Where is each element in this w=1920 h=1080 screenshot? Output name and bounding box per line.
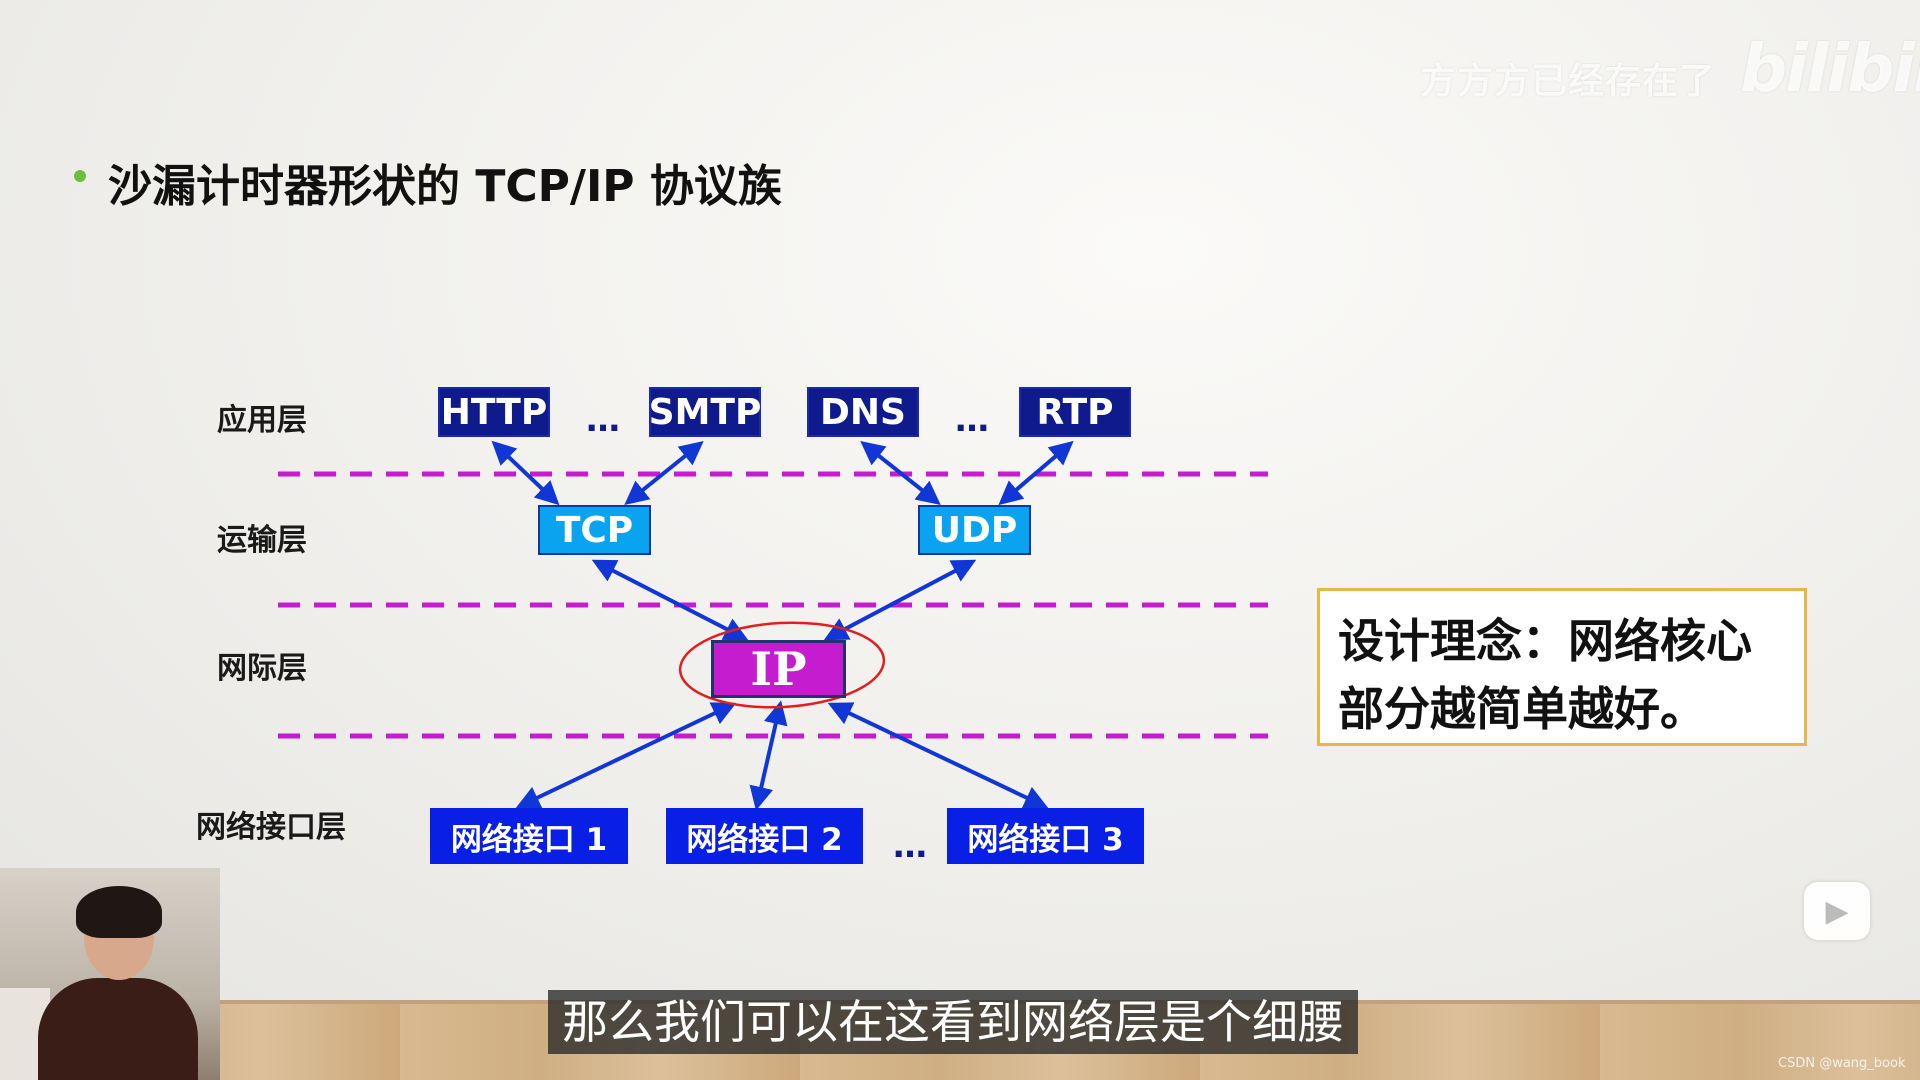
play-icon[interactable]: ▶: [1804, 882, 1870, 940]
app-ellipsis-2: …: [955, 400, 989, 440]
layer-label-network-interface: 网络接口层: [196, 810, 346, 845]
note-line-2: 部分越简单越好。: [1338, 682, 1706, 736]
protocol-udp: UDP: [918, 505, 1031, 555]
network-interface-1: 网络接口 1: [430, 808, 628, 864]
arrow-rtp-udp: [998, 440, 1074, 506]
arrow-http-tcp: [491, 440, 560, 506]
protocol-dns: DNS: [807, 387, 919, 437]
layer-label-internet: 网际层: [217, 651, 307, 686]
arrow-smtp-tcp: [624, 440, 704, 506]
design-principle-note: 设计理念：网络核心 部分越简单越好。: [1317, 588, 1807, 746]
bilibili-logo: bilibili: [1740, 30, 1920, 107]
presenter-webcam: [0, 868, 220, 1080]
arrow-ip-if1: [515, 702, 737, 809]
app-ellipsis-1: …: [586, 400, 620, 440]
video-subtitle: 那么我们可以在这看到网络层是个细腰: [548, 990, 1358, 1054]
csdn-credit-watermark: CSDN @wang_book: [1778, 1056, 1906, 1071]
protocol-ip: IP: [711, 640, 846, 698]
arrow-ip-if3: [827, 702, 1049, 809]
protocol-http: HTTP: [438, 387, 550, 437]
arrow-dns-udp: [860, 441, 941, 505]
arrow-ip-if2: [749, 700, 788, 811]
layer-label-application: 应用层: [217, 403, 307, 438]
protocol-smtp: SMTP: [649, 387, 761, 437]
presenter-body: [38, 978, 198, 1080]
interface-ellipsis: …: [893, 826, 927, 866]
arrow-udp-ip: [823, 559, 977, 641]
slide-title: 沙漏计时器形状的 TCP/IP 协议族: [108, 161, 782, 212]
note-line-1: 设计理念：网络核心: [1338, 614, 1752, 668]
protocol-rtp: RTP: [1019, 387, 1131, 437]
layer-label-transport: 运输层: [217, 523, 307, 558]
network-interface-3: 网络接口 3: [947, 808, 1144, 864]
title-bullet: [74, 170, 86, 182]
protocol-tcp: TCP: [538, 505, 651, 555]
uploader-watermark: 方方方已经存在了: [1420, 61, 1717, 102]
arrow-tcp-ip: [591, 559, 749, 641]
ip-annotation-circle: [678, 621, 886, 709]
presenter-hair: [76, 886, 162, 938]
network-interface-2: 网络接口 2: [666, 808, 863, 864]
